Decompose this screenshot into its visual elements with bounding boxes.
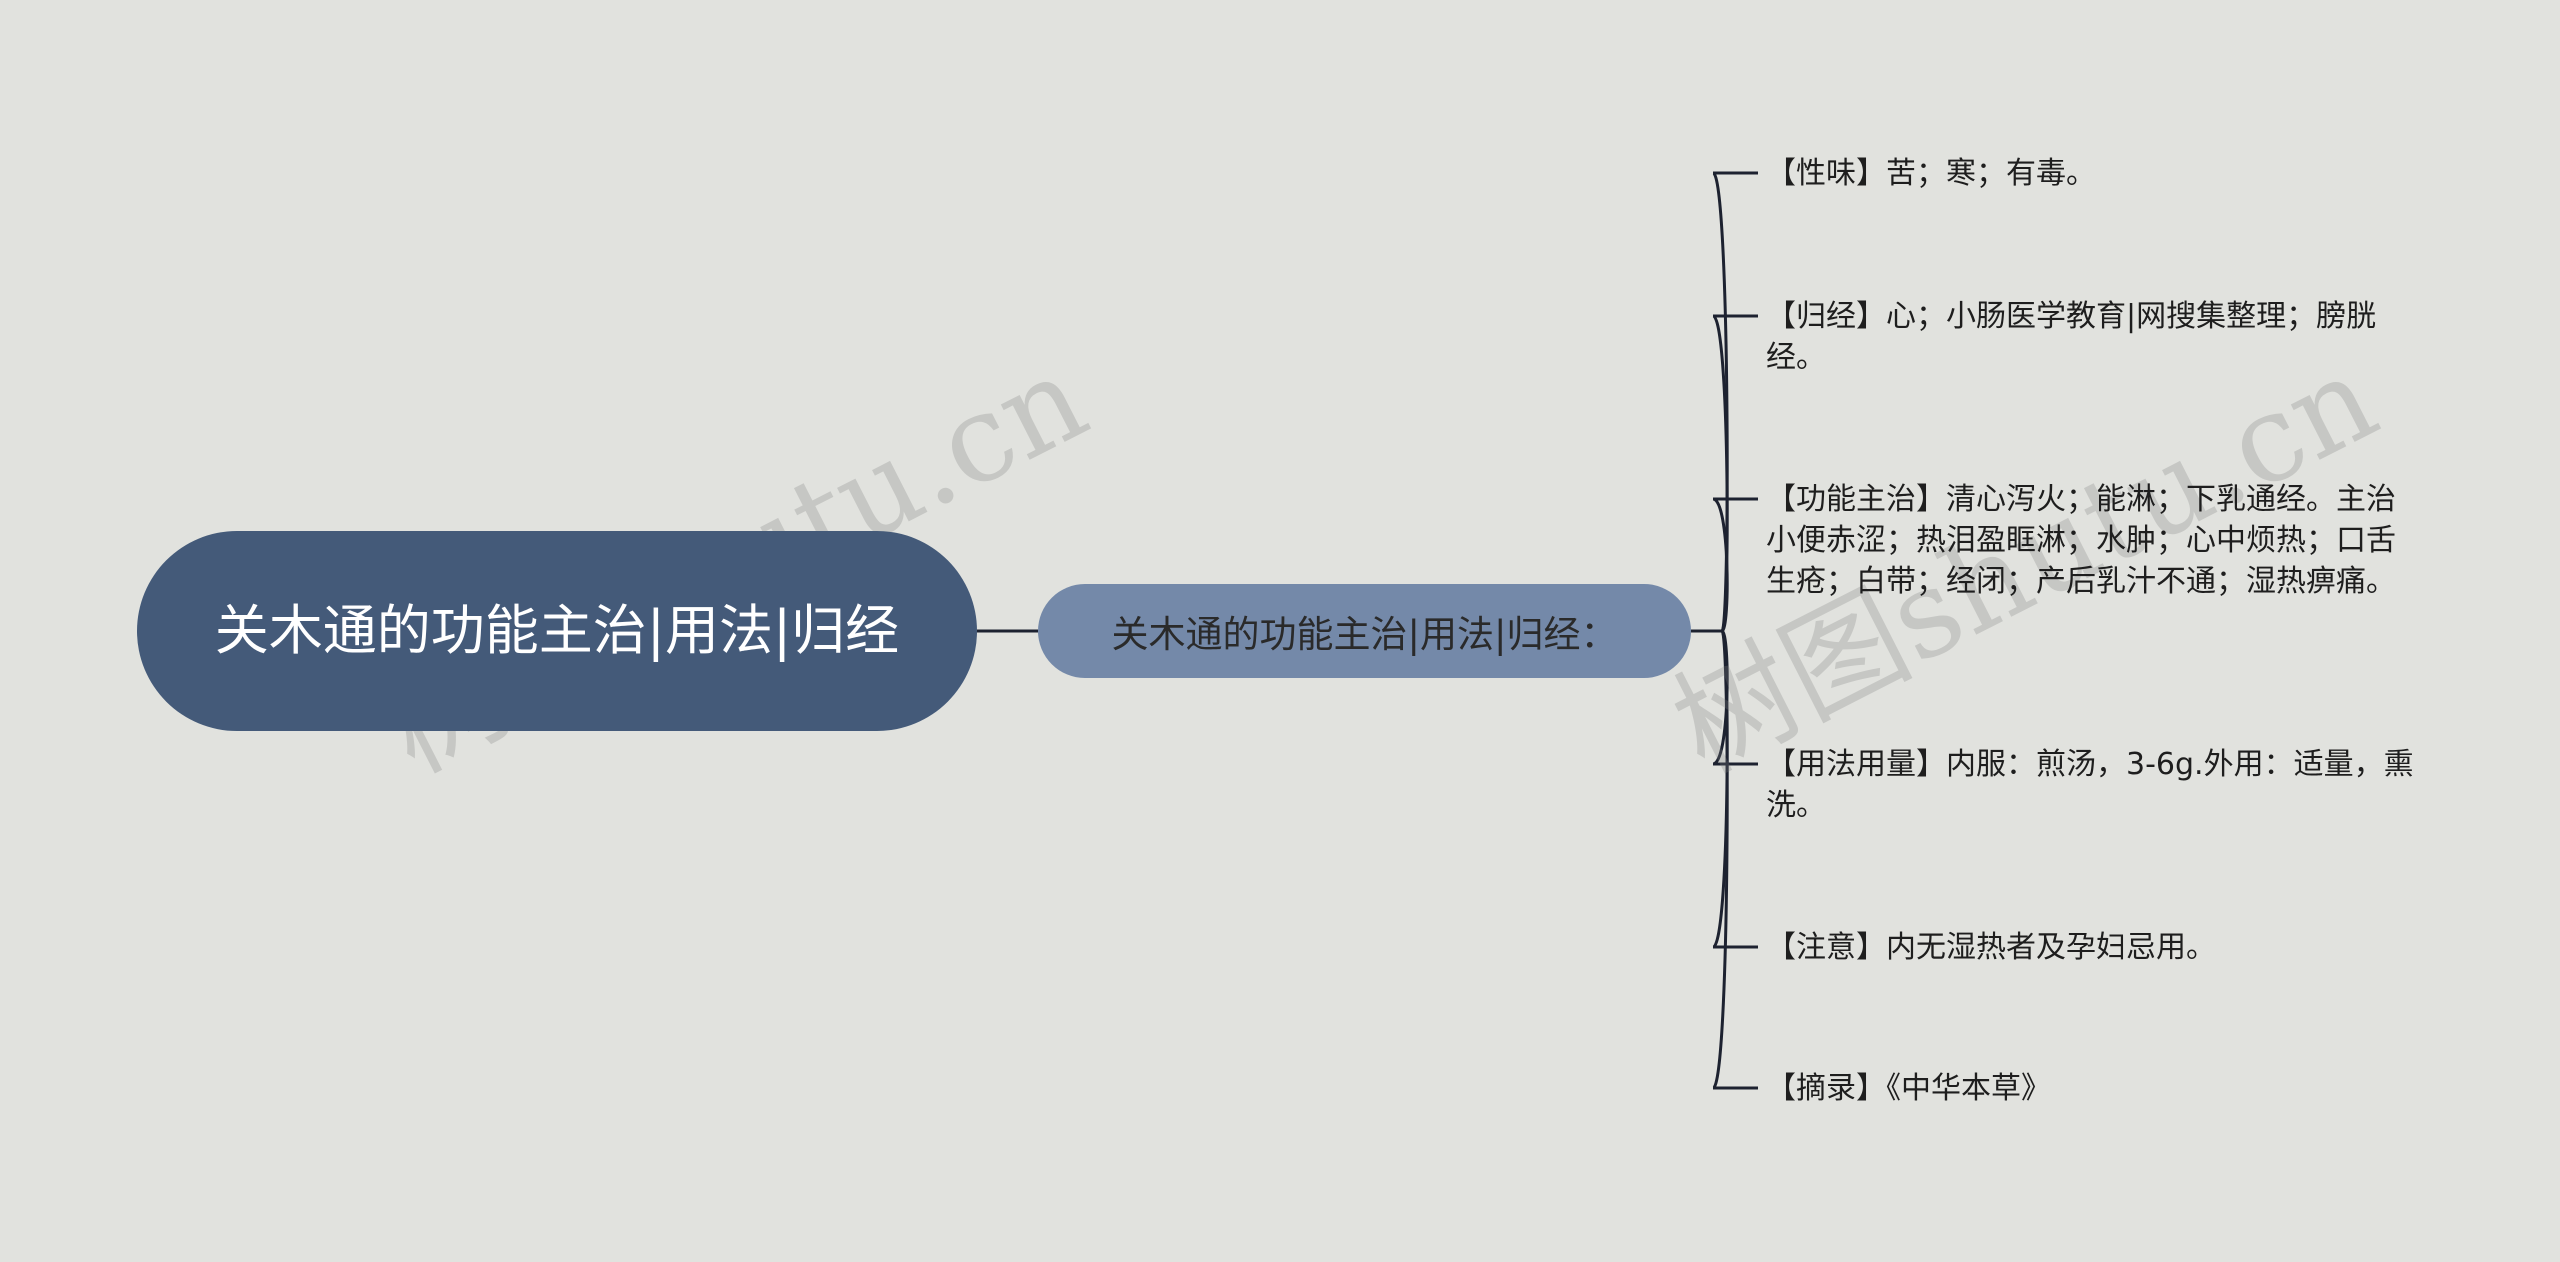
root-node[interactable]: 关木通的功能主治|用法|归经 [137, 531, 977, 731]
topic-node[interactable]: 关木通的功能主治|用法|归经： [1038, 584, 1691, 678]
branch-line-5 [1711, 629, 1758, 1090]
leaf-node-yongfa[interactable]: 【用法用量】内服：煎汤，3-6g.外用：适量，熏洗。 [1766, 747, 2414, 823]
branch-line-2 [1712, 497, 1758, 633]
leaf-node-zhuyi[interactable]: 【注意】内无湿热者及孕妇忌用。 [1766, 930, 2216, 965]
leaf-node-gongneng[interactable]: 【功能主治】清心泻火；能淋；下乳通经。主治小便赤涩；热泪盈眶淋；水肿；心中烦热；… [1766, 482, 2396, 599]
branch-line-1 [1711, 314, 1758, 633]
leaf-node-guijing[interactable]: 【归经】心；小肠医学教育|网搜集整理；膀胱经。 [1766, 299, 2377, 375]
root-node-label: 关木通的功能主治|用法|归经 [214, 599, 900, 662]
branch-line-4 [1711, 629, 1758, 949]
leaf-node-zhailu[interactable]: 【摘录】《中华本草》 [1766, 1071, 2051, 1106]
topic-node-label: 关木通的功能主治|用法|归经： [1111, 613, 1618, 656]
branch-line-0 [1711, 171, 1758, 633]
leaf-node-xingwei[interactable]: 【性味】苦；寒；有毒。 [1766, 156, 2096, 191]
branch-line-3 [1712, 629, 1758, 766]
